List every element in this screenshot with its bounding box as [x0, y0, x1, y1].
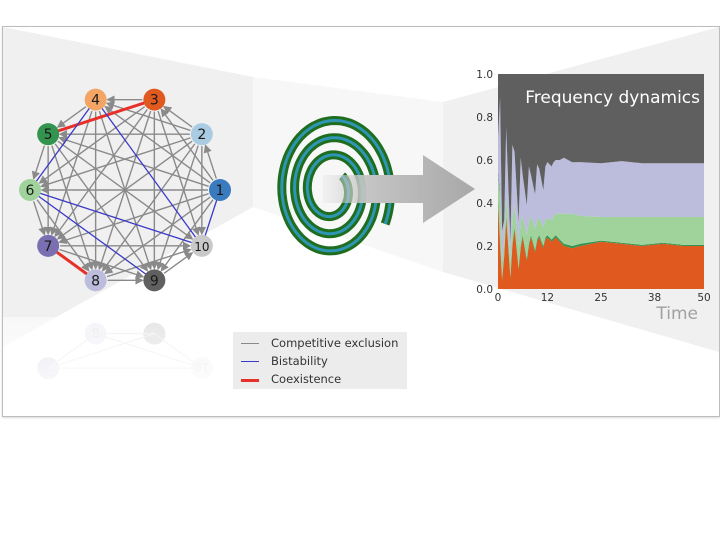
- competitive-edge: [31, 145, 46, 180]
- node-5: 5: [37, 123, 60, 146]
- x-axis-label: Time: [655, 304, 698, 324]
- network-nodes: 1 2 3 4 5 6 7 8 9 10: [19, 88, 231, 292]
- reflection-fade: [3, 317, 263, 416]
- x-tick-label: 12: [541, 292, 554, 304]
- node-circle: [84, 88, 107, 111]
- legend-label: Coexistence: [271, 372, 342, 386]
- node-9: 9: [143, 269, 166, 292]
- node-circle: [19, 179, 41, 201]
- node-circle: [37, 123, 60, 146]
- competitive-edge: [33, 201, 47, 236]
- y-tick-label: 0.8: [476, 112, 493, 124]
- node-3: 3: [143, 88, 166, 111]
- node-6: 6: [19, 179, 41, 201]
- node-circle: [84, 269, 107, 292]
- node-circle: [143, 269, 166, 292]
- legend-label: Bistability: [271, 354, 328, 368]
- legend-line-gray: [241, 343, 259, 344]
- legend: Competitive exclusion Bistability Coexis…: [233, 332, 407, 389]
- node-circle: [190, 123, 213, 146]
- node-label: 9: [150, 273, 159, 289]
- spiral-inner-stroke: [280, 118, 392, 253]
- frequency-chart: 0.0 0.2 0.4 0.6 0.8 1.0 0 12 25 38 50 Frequency d…: [476, 69, 711, 324]
- y-tick-label: 0.2: [476, 241, 493, 253]
- legend-line-blue: [241, 361, 259, 362]
- competitive-edge: [106, 247, 192, 278]
- node-8: 8: [84, 269, 107, 292]
- x-tick-label: 25: [594, 292, 607, 304]
- competitive-edge: [104, 196, 211, 275]
- spiral-graphic: [277, 115, 475, 256]
- legend-line-red: [241, 379, 259, 382]
- interaction-network: 1 2 3 4 5 6 7 8 9 10 7 8 9 10: [3, 88, 263, 416]
- area-dark-gray: [498, 74, 704, 242]
- node-4: 4: [84, 88, 107, 111]
- x-tick-label: 38: [648, 292, 661, 304]
- chart-x-ticks: 0 12 25 38 50: [495, 292, 711, 304]
- node-1: 1: [209, 179, 231, 201]
- competitive-edge: [203, 144, 217, 179]
- x-tick-label: 0: [495, 292, 502, 304]
- competitive-edge: [162, 105, 193, 128]
- node-circle: [143, 88, 166, 111]
- y-tick-label: 0.4: [476, 198, 493, 210]
- chart-title: Frequency dynamics: [525, 88, 700, 108]
- competitive-edge: [38, 106, 146, 184]
- competitive-edge: [59, 248, 145, 279]
- area-lavender: [498, 97, 704, 264]
- node-circle: [209, 179, 231, 201]
- node-label: 1: [216, 183, 225, 199]
- node-label: 8: [91, 273, 100, 289]
- node-label: 7: [44, 239, 53, 255]
- node-label: 5: [44, 127, 53, 143]
- competitive-edge: [157, 110, 200, 236]
- competitive-edge: [51, 145, 94, 271]
- legend-item-coexistence: Coexistence: [233, 370, 407, 388]
- node-label: 3: [150, 93, 159, 109]
- competitive-edge: [156, 145, 199, 271]
- chart-areas: [498, 74, 704, 289]
- area-orange: [498, 203, 704, 289]
- y-tick-label: 0.6: [476, 155, 493, 167]
- competitive-edge: [163, 252, 194, 274]
- legend-label: Competitive exclusion: [271, 336, 399, 350]
- node-10: 10: [190, 234, 213, 257]
- coexistence-edge: [47, 98, 155, 136]
- node-label: 4: [91, 93, 100, 109]
- legend-item-competitive: Competitive exclusion: [233, 334, 407, 352]
- chart-y-ticks: 0.0 0.2 0.4 0.6 0.8 1.0: [476, 69, 493, 296]
- node-circle: [190, 234, 213, 257]
- node-label: 10: [194, 240, 209, 254]
- node-label: 2: [197, 127, 206, 143]
- node-2: 2: [190, 123, 213, 146]
- node-circle: [37, 234, 60, 257]
- right-arrow-icon: [323, 155, 475, 223]
- competitive-edge: [50, 110, 93, 236]
- area-light-green: [498, 175, 704, 279]
- bistability-edge: [29, 99, 97, 191]
- competitive-edge: [57, 140, 194, 240]
- x-tick-label: 50: [697, 292, 710, 304]
- y-tick-label: 1.0: [476, 69, 493, 81]
- competitive-edge: [36, 199, 90, 272]
- node-label: 6: [26, 183, 35, 199]
- bistability-edge: [29, 189, 155, 281]
- y-tick-label: 0.0: [476, 284, 493, 296]
- competitive-edge: [56, 106, 87, 128]
- competitive-edge: [104, 105, 211, 184]
- center-band-shape: [253, 77, 443, 272]
- competitive-edge: [54, 143, 149, 272]
- node-7: 7: [37, 234, 60, 257]
- bistability-edge: [95, 99, 203, 247]
- bistability-edge: [29, 189, 203, 247]
- legend-item-bistability: Bistability: [233, 352, 407, 370]
- network-edges: [31, 95, 217, 285]
